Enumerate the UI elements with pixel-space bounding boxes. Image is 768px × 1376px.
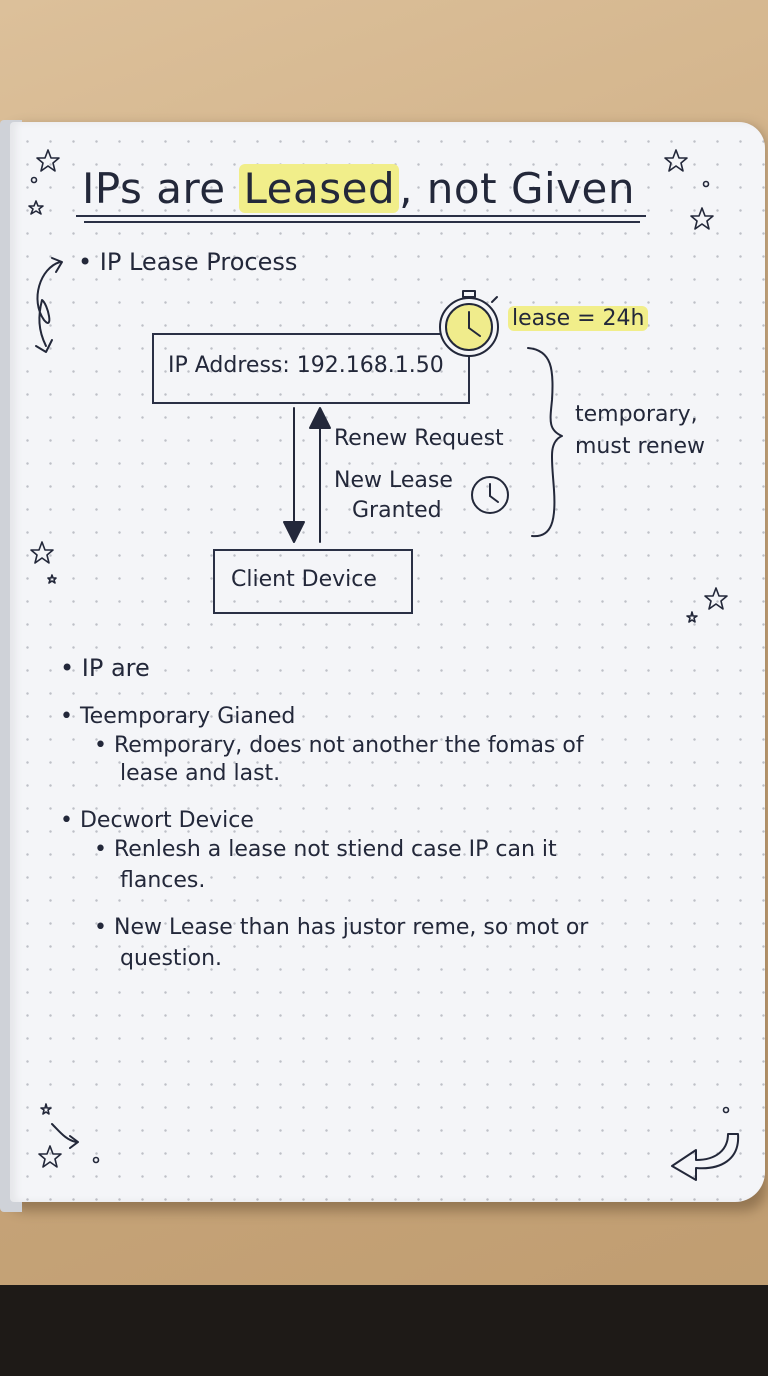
star-icon xyxy=(686,611,698,623)
ip-address-label: IP Address: 192.168.1.50 xyxy=(168,353,444,378)
note-bullet-2: • Teemporary Gianed xyxy=(60,704,296,729)
title-before: IPs are xyxy=(82,164,240,213)
title-underline-1 xyxy=(76,215,646,217)
star-icon xyxy=(47,574,57,584)
note-bullet-3: • Decwort Device xyxy=(60,808,254,833)
title-after: , not Given xyxy=(399,164,635,213)
new-lease-label-line1: New Lease xyxy=(334,468,453,493)
brace-icon xyxy=(527,347,563,538)
small-circle xyxy=(30,176,38,184)
lease-tag: lease = 24h xyxy=(508,306,649,331)
small-curve-icon xyxy=(51,1123,79,1149)
arrow-down-icon xyxy=(283,407,305,543)
ip-address-box xyxy=(152,333,470,404)
small-circle xyxy=(722,1106,730,1114)
note-sub-2-1: • Remporary, does not another the fomas … xyxy=(94,733,584,758)
star-icon xyxy=(28,200,44,215)
brace-note-line2: must renew xyxy=(575,434,706,459)
notebook-page xyxy=(10,122,765,1202)
clock-icon xyxy=(471,476,509,514)
title-highlight: Leased xyxy=(239,164,400,213)
note-bullet-1-text: IP are xyxy=(81,654,150,682)
note-bullet-1: • IP are xyxy=(60,654,150,682)
renew-request-label: Renew Request xyxy=(334,426,504,451)
star-icon xyxy=(690,207,714,230)
note-sub-3-1-line1: Renlesh a lease not stiend case IP can i… xyxy=(113,837,557,862)
star-icon xyxy=(36,149,60,172)
client-device-label: Client Device xyxy=(231,567,377,592)
spiral-arrow-icon xyxy=(35,257,63,353)
small-circle xyxy=(92,1156,100,1164)
note-sub-3-2-line1: New Lease than has justor reme, so mot o… xyxy=(113,915,589,940)
note-bullet-2-text: Teemporary Gianed xyxy=(79,704,296,729)
stopwatch-icon xyxy=(439,290,499,357)
page-title: IPs are Leased, not Given xyxy=(82,164,635,213)
desk-shadow-area xyxy=(0,1285,768,1376)
star-icon xyxy=(30,541,54,564)
note-sub-3-1-line2: flances. xyxy=(120,868,206,893)
note-sub-3-1: • Renlesh a lease not stiend case IP can… xyxy=(94,837,557,862)
section-heading: • IP Lease Process xyxy=(78,248,298,276)
curved-arrow-icon xyxy=(671,1133,740,1181)
star-icon xyxy=(664,149,688,172)
client-device-box xyxy=(213,549,413,614)
note-sub-3-2: • New Lease than has justor reme, so mot… xyxy=(94,915,589,940)
small-circle xyxy=(702,180,710,188)
note-sub-2-1-line2: lease and last. xyxy=(120,761,281,786)
star-icon xyxy=(704,587,728,610)
star-icon xyxy=(40,1103,52,1115)
new-lease-label-line2: Granted xyxy=(352,498,442,523)
note-sub-2-1-line1: Remporary, does not another the fomas of xyxy=(113,733,584,758)
title-underline-2 xyxy=(84,221,640,223)
arrow-up-icon xyxy=(309,407,331,543)
star-icon xyxy=(38,1145,62,1168)
lease-tag-text: lease = 24h xyxy=(508,306,649,331)
note-bullet-3-text: Decwort Device xyxy=(79,808,254,833)
note-sub-3-2-line2: question. xyxy=(120,946,223,971)
section-heading-text: IP Lease Process xyxy=(99,248,298,276)
brace-note-line1: temporary, xyxy=(575,402,698,427)
